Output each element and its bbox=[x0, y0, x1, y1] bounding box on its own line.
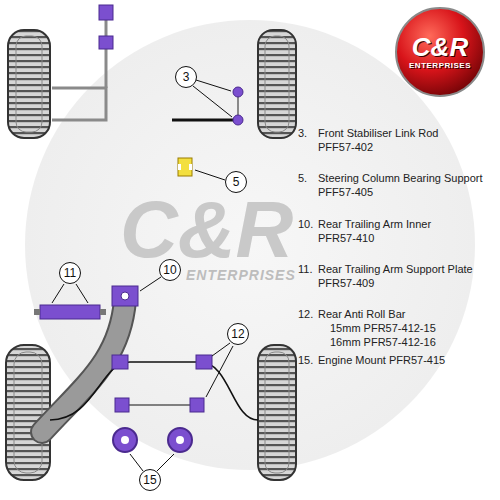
callout-number: 11 bbox=[64, 267, 76, 279]
part-number: PFF57-402 bbox=[318, 141, 373, 153]
engine-mounts bbox=[113, 428, 192, 452]
part-number: PFF57-405 bbox=[318, 186, 373, 198]
logo-subtitle: ENTERPRISES bbox=[409, 62, 471, 70]
item-number: 12. bbox=[298, 308, 313, 320]
logo-mark: C&R bbox=[412, 34, 468, 60]
part-name: Rear Trailing Arm Inner bbox=[318, 218, 431, 230]
part-number: 16mm PFR57-412-16 bbox=[330, 336, 436, 348]
item-number: 10. bbox=[298, 218, 313, 230]
callout-circle: 3 bbox=[175, 66, 197, 88]
rear-left-tyre bbox=[6, 345, 50, 480]
logo-disc bbox=[396, 8, 484, 96]
callout-circle: 11 bbox=[59, 262, 81, 284]
part-name: Steering Column Bearing Support bbox=[318, 172, 482, 184]
front-left-tyre bbox=[8, 30, 50, 138]
part-name: Engine Mount PFR57-415 bbox=[318, 354, 445, 366]
callout-number: 3 bbox=[183, 71, 190, 83]
rear-right-tyre bbox=[258, 345, 296, 480]
callout-circle: 15 bbox=[139, 469, 161, 491]
callout-number: 5 bbox=[233, 176, 240, 188]
front-stabiliser-link bbox=[172, 87, 243, 125]
part-number: PFR57-410 bbox=[318, 232, 374, 244]
item-number: 3. bbox=[298, 127, 307, 139]
part-number: 15mm PFR57-412-15 bbox=[330, 322, 436, 334]
watermark-text: ENTERPRISES bbox=[186, 268, 296, 283]
watermark-disc bbox=[25, 20, 475, 470]
logo-badge: C&R ENTERPRISES bbox=[394, 6, 486, 98]
part-number: PFR57-409 bbox=[318, 277, 374, 289]
steering-column-bush bbox=[178, 158, 192, 176]
watermark-logo: C&R bbox=[120, 190, 293, 270]
rear-anti-roll-bar bbox=[50, 355, 258, 420]
callout-number: 15 bbox=[143, 474, 156, 486]
trailing-arm-support-plate bbox=[34, 305, 106, 319]
item-number: 11. bbox=[298, 263, 312, 275]
part-name: Rear Anti Roll Bar bbox=[318, 308, 405, 320]
part-name: Front Stabiliser Link Rod bbox=[318, 127, 438, 139]
part-name: Rear Trailing Arm Support Plate bbox=[318, 263, 473, 275]
front-wishbone bbox=[52, 5, 113, 120]
callout-number: 12 bbox=[231, 328, 244, 340]
item-number: 15. bbox=[298, 354, 313, 366]
front-right-tyre bbox=[258, 30, 296, 138]
item-number: 5. bbox=[298, 172, 307, 184]
